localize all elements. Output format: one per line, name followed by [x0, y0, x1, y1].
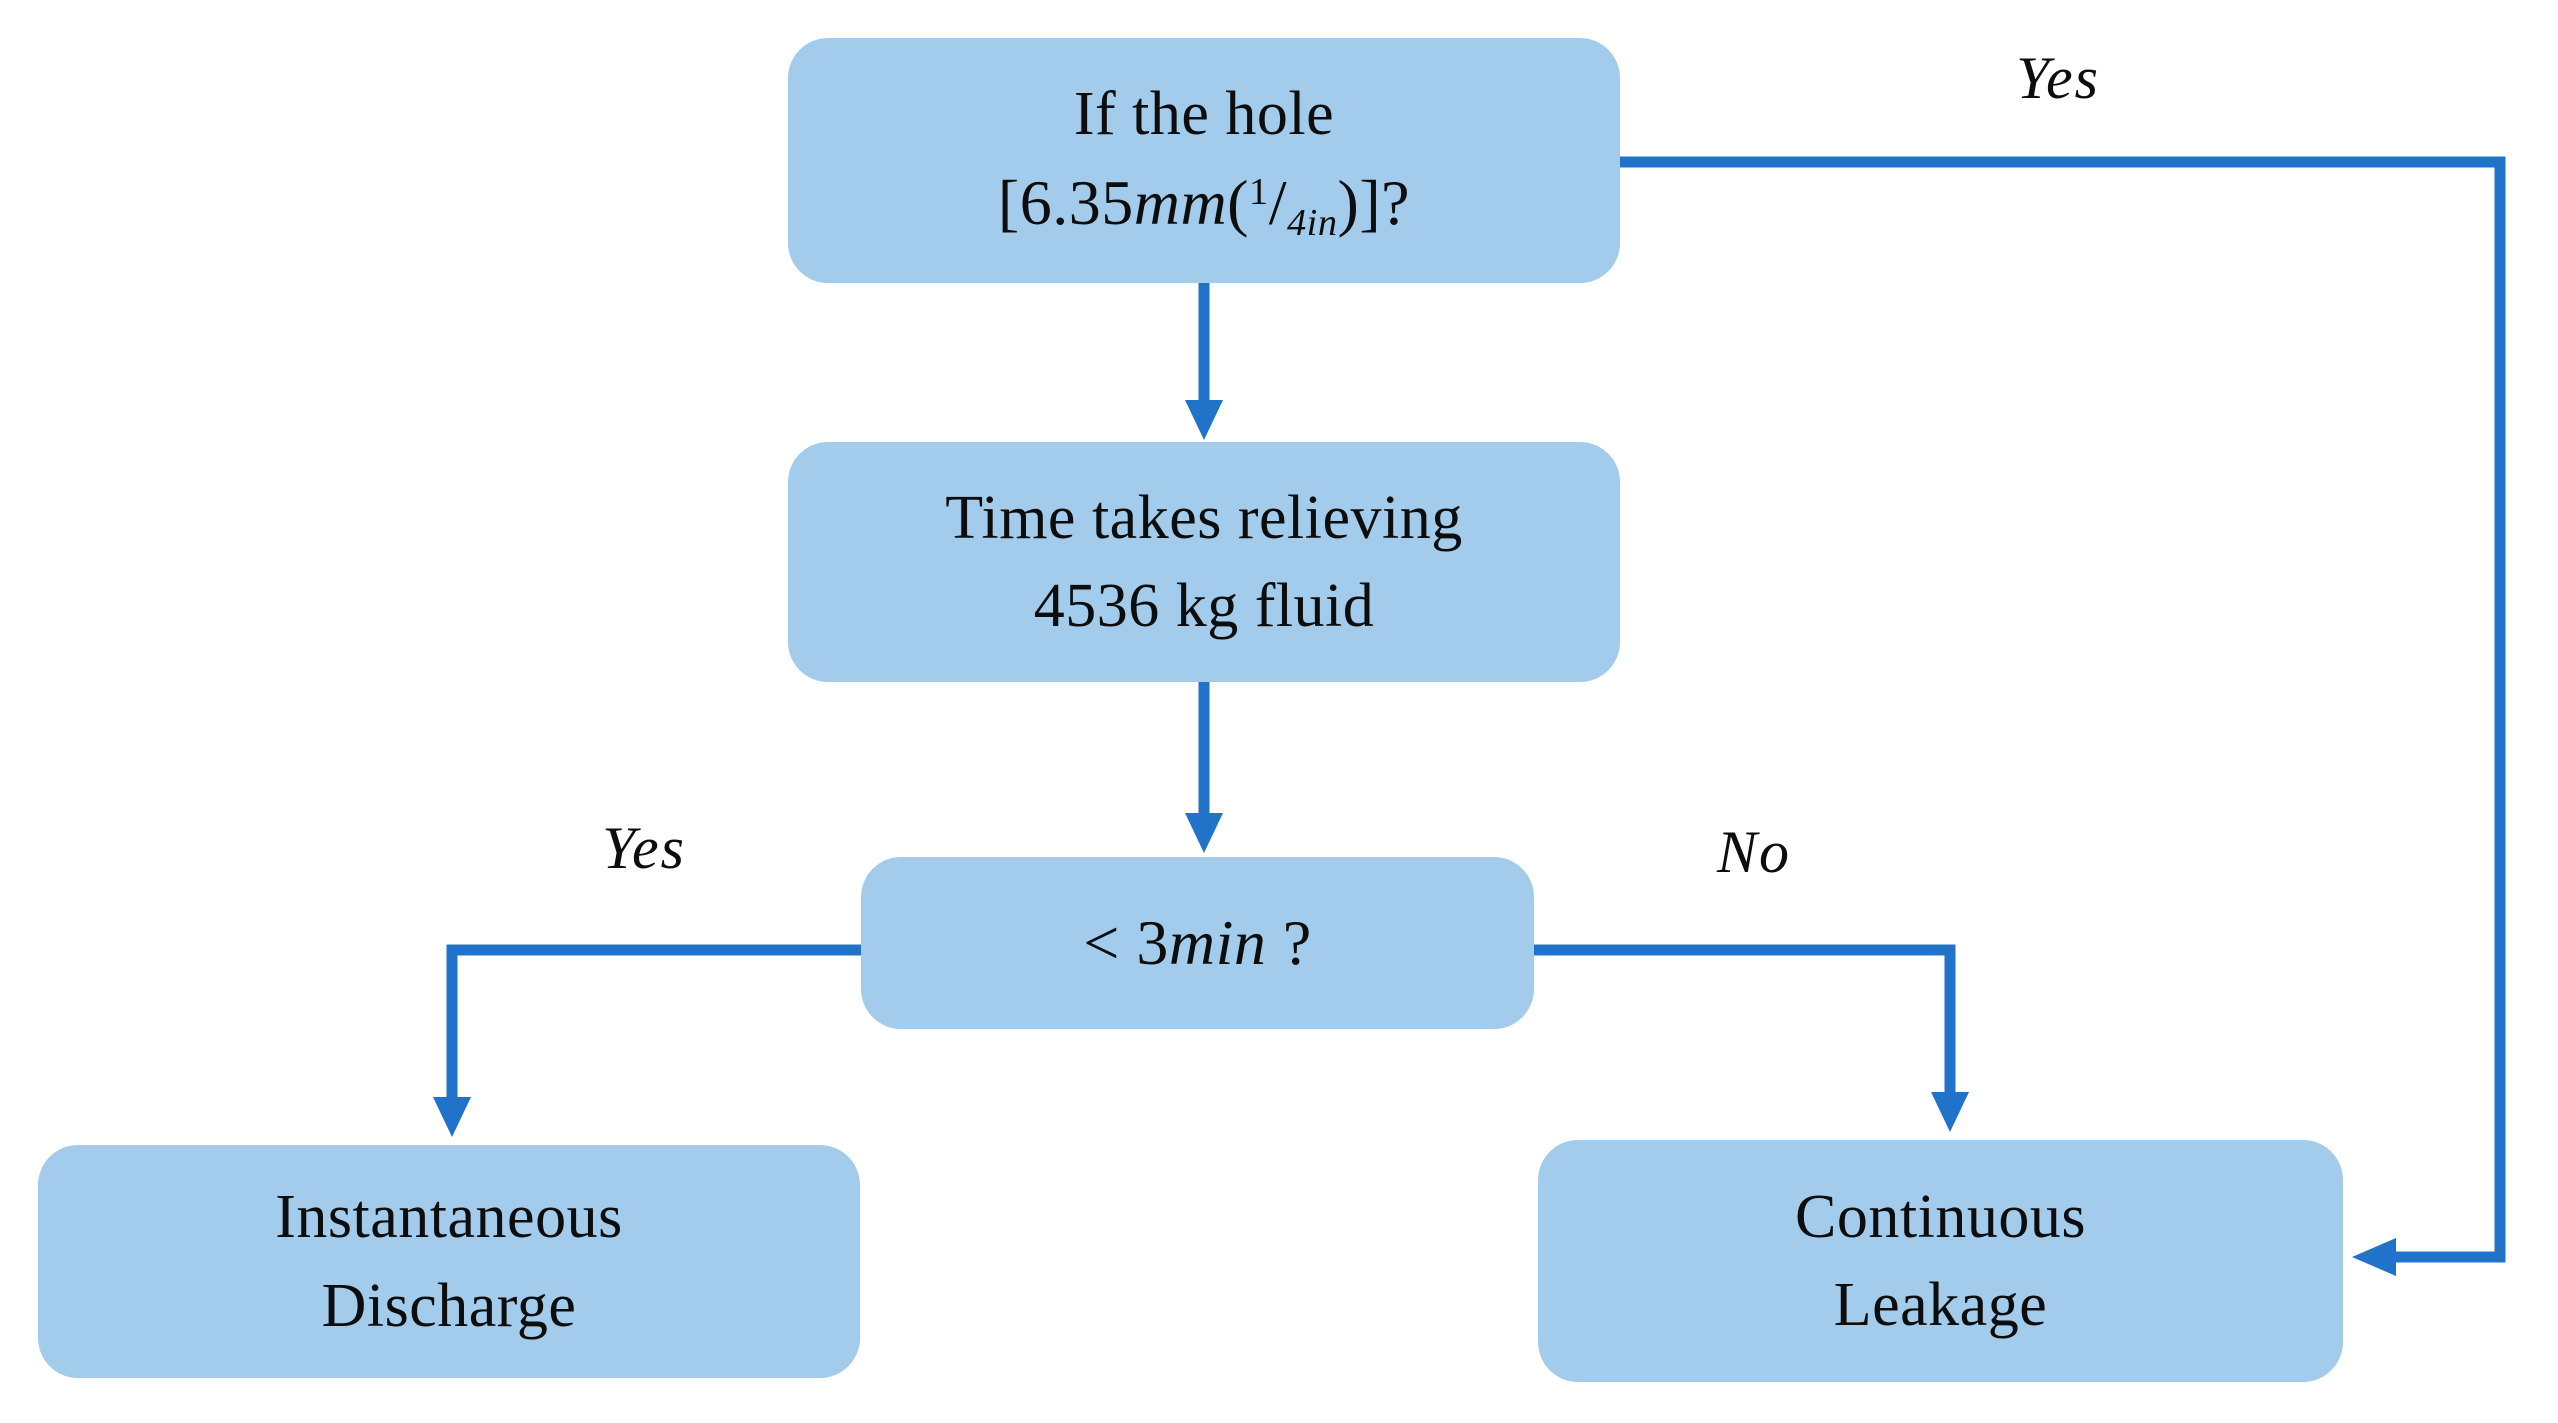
math-bracket-close: )]? [1337, 167, 1411, 239]
edge-no-to-continuous [1534, 944, 1969, 1132]
arrowhead-down-icon [433, 1097, 471, 1137]
arrowhead-down-icon [1185, 813, 1223, 853]
decision-min-unit: min [1168, 906, 1267, 978]
edge-time-to-decision [1185, 682, 1223, 853]
decision-prefix: < 3 [1083, 906, 1169, 978]
edge-yes-to-instant [433, 944, 861, 1137]
node-instant-line1: Instantaneous [275, 1183, 623, 1252]
node-time-line2: 4536 kg fluid [1033, 572, 1375, 640]
arrowhead-left-icon [2352, 1238, 2396, 1276]
node-decision-text: < 3min ? [1083, 898, 1312, 989]
math-fraction-denominator: 4in [1286, 202, 1338, 245]
arrowhead-down-icon [1185, 400, 1223, 440]
math-fraction-slash: / [1268, 167, 1287, 239]
edge-label-yes-top: Yes [2016, 45, 2100, 111]
node-relieving-time: Time takes relieving 4536 kg fluid [788, 442, 1620, 682]
edge-yes-to-continuous [1620, 156, 2506, 1276]
math-mm-unit: mm [1133, 167, 1228, 239]
math-paren-open: ( [1227, 167, 1249, 239]
edge-hole-to-time [1185, 283, 1223, 440]
node-time-line1: Time takes relieving [945, 483, 1463, 552]
node-instant-line2: Discharge [321, 1271, 577, 1340]
node-under-3min-decision: < 3min ? [861, 857, 1534, 1029]
decision-question-mark: ? [1266, 906, 1312, 978]
math-bracket-open: [6.35 [997, 167, 1134, 239]
node-hole-line2: [6.35mm(1/4in)]? [998, 158, 1410, 250]
node-hole-size-question: If the hole [6.35mm(1/4in)]? [788, 38, 1620, 283]
math-fraction-numerator: 1 [1248, 171, 1269, 214]
edge-label-yes-left: Yes [602, 815, 686, 881]
node-continuous-line1: Continuous [1795, 1182, 2086, 1251]
arrowhead-down-icon [1931, 1092, 1969, 1132]
node-hole-line1: If the hole [1073, 80, 1335, 149]
node-instantaneous-discharge: Instantaneous Discharge [38, 1145, 860, 1378]
node-continuous-line2: Leakage [1833, 1271, 2048, 1339]
node-continuous-leakage: Continuous Leakage [1538, 1140, 2343, 1382]
edge-label-no-right: No [1716, 819, 1792, 885]
